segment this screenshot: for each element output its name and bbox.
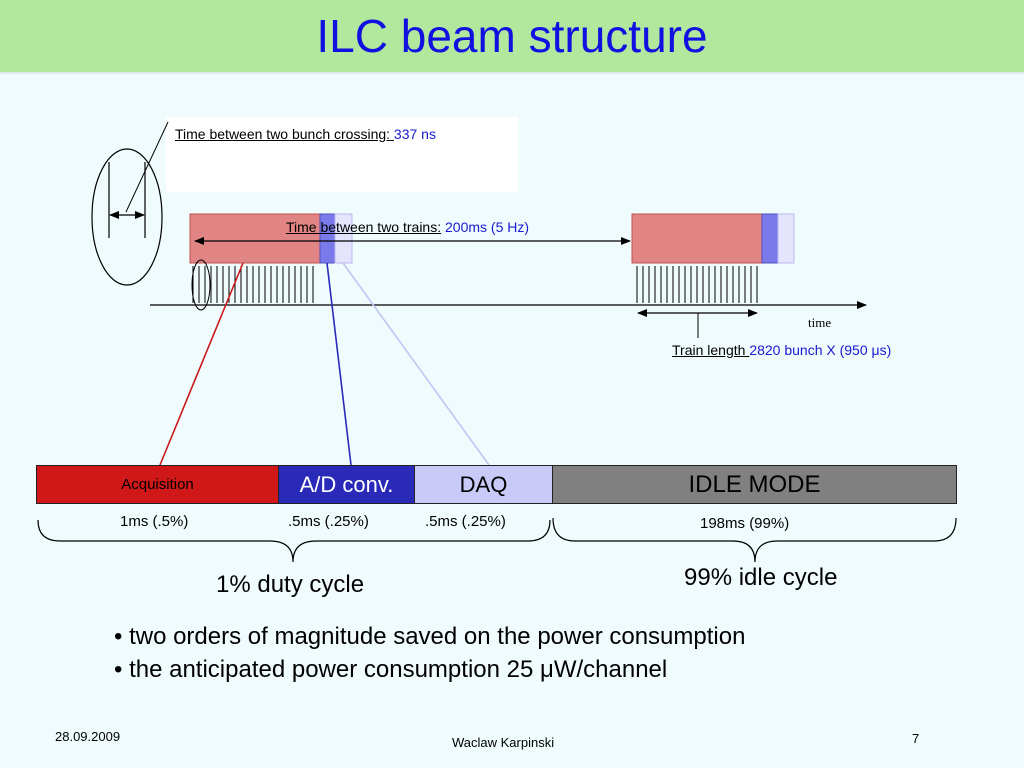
zoom-ellipse [91, 148, 163, 286]
title-band [0, 0, 1024, 72]
daq-connector [342, 262, 490, 466]
callout-pointer [125, 121, 169, 213]
duty-cycle-label: 1% duty cycle [216, 571, 365, 598]
adconv-segment: A/D conv. [278, 465, 415, 504]
bunch-crossing-label-text: Time between two bunch crossing: [175, 126, 394, 142]
acquisition-duration: 1ms (.5%) [120, 513, 189, 530]
time-axis-label: time [808, 315, 832, 330]
zoom-source-ellipse [191, 259, 211, 311]
train2-adconv-block [761, 213, 779, 264]
train1-bunch-ticks [192, 266, 314, 303]
acquisition-connector [159, 262, 244, 466]
bunch-crossing-callout-box [166, 117, 518, 192]
train2-acquisition-block [631, 213, 763, 264]
train-length-value: 2820 bunch X (950 μs) [749, 342, 892, 358]
idle-cycle-brace [552, 517, 957, 563]
daq-duration: .5ms (.25%) [425, 513, 506, 530]
train2-daq-block [777, 213, 795, 264]
bullet-item: • the anticipated power consumption 25 μ… [114, 656, 668, 683]
idle-mode-segment: IDLE MODE [552, 465, 957, 504]
train-length-label: Train length 2820 bunch X (950 μs) [672, 342, 891, 358]
header-divider [0, 72, 1024, 74]
trains-spacing-label-text: Time between two trains: [286, 219, 442, 235]
slide-title: ILC beam structure [316, 10, 708, 62]
bullet-list: • two orders of magnitude saved on the p… [114, 620, 745, 686]
daq-segment: DAQ [414, 465, 553, 504]
duty-cycle-brace [37, 519, 551, 563]
train-length-label-text: Train length [672, 342, 750, 358]
adconv-duration: .5ms (.25%) [288, 513, 369, 530]
footer-date: 28.09.2009 [55, 729, 121, 744]
footer-page-number: 7 [912, 731, 920, 746]
bunch-crossing-label: Time between two bunch crossing: 337 ns [175, 126, 436, 142]
trains-spacing-value: 200ms (5 Hz) [441, 219, 530, 235]
footer-author: Waclaw Karpinski [452, 735, 555, 750]
bullet-item: • two orders of magnitude saved on the p… [114, 623, 746, 650]
train2-bunch-ticks [636, 266, 758, 303]
acquisition-segment: Acquisition [36, 465, 279, 504]
bunch-crossing-value: 337 ns [393, 126, 436, 142]
trains-spacing-label: Time between two trains: 200ms (5 Hz) [286, 219, 529, 235]
idle-cycle-label: 99% idle cycle [684, 564, 838, 591]
idle-duration: 198ms (99%) [700, 515, 790, 532]
adconv-connector [326, 262, 352, 466]
